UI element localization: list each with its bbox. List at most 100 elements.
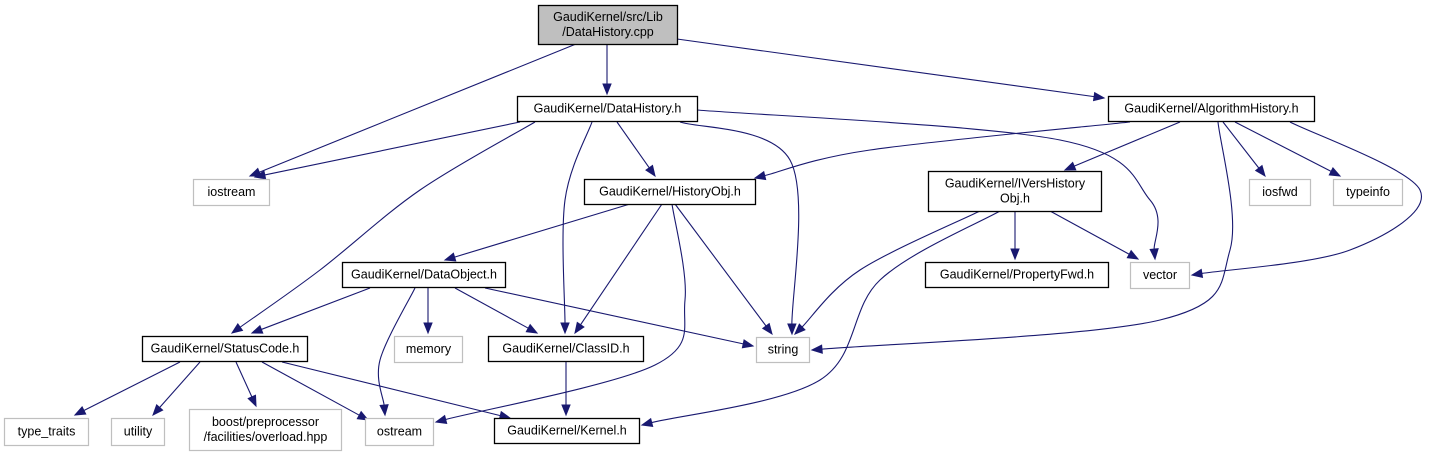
arrowhead-icon (379, 404, 389, 417)
node-propertyfwd-h[interactable]: GaudiKernel/PropertyFwd.h (924, 261, 1110, 289)
node-label: vector (1143, 268, 1177, 282)
node-iosfwd: iosfwd (1248, 178, 1312, 207)
arrowhead-icon (810, 344, 823, 354)
arrowhead-icon (741, 339, 755, 349)
edge-dataobject_h-to-ostream (377, 287, 416, 417)
node-label: memory (406, 342, 452, 356)
edge-line (454, 203, 631, 258)
node-string: string (755, 336, 811, 364)
edge-datahistory_h-to-iostream (253, 121, 521, 180)
edge-line (696, 109, 1159, 250)
node-box (924, 261, 1110, 289)
node-ostream: ostream (364, 417, 435, 447)
edge-dataobject_h-to-string (484, 287, 755, 349)
edge-datahistory_h-to-vector (696, 109, 1159, 261)
arrowhead-icon (253, 170, 267, 180)
node-box (110, 417, 166, 447)
node-kernel-h[interactable]: GaudiKernel/Kernel.h (493, 417, 641, 445)
node-box (364, 417, 435, 447)
node-box (537, 4, 679, 46)
node-label: iostream (208, 185, 256, 199)
edge-statuscode_h-to-boost_overload (235, 361, 257, 408)
node-boost-overload: boost/preprocessor/facilities/overload.h… (188, 408, 343, 452)
node-box (487, 335, 645, 363)
edge-algorithmhistory_h-to-iversionhistoryobj_h (1063, 121, 1181, 171)
node-root[interactable]: GaudiKernel/src/Lib/DataHistory.cpp (537, 4, 679, 46)
edge-line (1049, 210, 1130, 255)
edge-line (821, 121, 1234, 350)
edge-line (1222, 121, 1260, 169)
node-box (1129, 261, 1191, 290)
edge-datahistory_h-to-classid_h (560, 121, 593, 335)
edge-historyobj_h-to-string (674, 203, 773, 336)
arrowhead-icon (1254, 164, 1266, 178)
node-box (3, 417, 90, 447)
edge-line (83, 361, 181, 411)
node-label: GaudiKernel/AlgorithmHistory.h (1124, 102, 1298, 116)
node-historyobj-h[interactable]: GaudiKernel/HistoryObj.h (583, 178, 757, 206)
node-type-traits: type_traits (3, 417, 90, 447)
arrowhead-icon (230, 323, 244, 334)
edge-line (484, 287, 744, 345)
arrowhead-icon (561, 404, 571, 417)
node-box (341, 261, 507, 289)
arrowhead-icon (574, 321, 585, 335)
edge-root-to-algorithmhistory_h (676, 38, 1106, 102)
arrowhead-icon (787, 323, 797, 336)
arrowhead-icon (247, 394, 257, 408)
edge-statuscode_h-to-kernel_h (281, 361, 512, 421)
edge-statuscode_h-to-utility (152, 361, 201, 417)
node-box (141, 335, 309, 363)
node-label: ostream (377, 425, 422, 439)
node-label: /DataHistory.cpp (562, 25, 654, 39)
edges-layer (73, 38, 1422, 428)
arrowhead-icon (1190, 268, 1204, 279)
edge-root-to-datahistory_h (602, 44, 612, 96)
node-datahistory-h[interactable]: GaudiKernel/DataHistory.h (516, 95, 699, 123)
node-box (755, 336, 811, 364)
edge-iversionhistoryobj_h-to-vector (1049, 210, 1140, 260)
edge-dataobject_h-to-memory (423, 288, 433, 335)
edge-line (674, 203, 767, 327)
node-classid-h[interactable]: GaudiKernel/ClassID.h (487, 335, 645, 363)
node-box (393, 335, 464, 364)
node-label: GaudiKernel/DataObject.h (351, 268, 497, 282)
edge-line (261, 361, 360, 416)
node-statuscode-h[interactable]: GaudiKernel/StatusCode.h (141, 335, 309, 363)
arrowhead-icon (73, 406, 87, 416)
edge-line (1234, 121, 1332, 172)
arrowhead-icon (443, 252, 457, 262)
edge-line (239, 121, 536, 328)
edge-line (445, 203, 686, 421)
edge-root-to-iostream (248, 43, 577, 177)
edge-line (764, 121, 1131, 177)
arrowhead-icon (434, 414, 448, 424)
edge-historyobj_h-to-classid_h (574, 203, 663, 335)
edge-line (261, 287, 371, 330)
edge-algorithmhistory_h-to-vector (1190, 121, 1422, 279)
edge-iversionhistoryobj_h-to-string (794, 210, 981, 335)
edge-line (281, 361, 501, 417)
node-utility: utility (110, 417, 166, 447)
node-label: typeinfo (1346, 185, 1390, 199)
arrowhead-icon (602, 83, 612, 96)
arrowhead-icon (645, 164, 656, 178)
edge-iversionhistoryobj_h-to-propertyfwd_h (1010, 211, 1020, 261)
node-box (1332, 178, 1404, 207)
nodes-layer: GaudiKernel/src/Lib/DataHistory.cppGaudi… (3, 4, 1404, 452)
edge-line (562, 121, 593, 324)
arrowhead-icon (753, 170, 767, 181)
node-dataobject-h[interactable]: GaudiKernel/DataObject.h (341, 261, 507, 289)
node-box (1107, 95, 1316, 123)
node-algorithmhistory-h[interactable]: GaudiKernel/AlgorithmHistory.h (1107, 95, 1316, 123)
node-label: GaudiKernel/HistoryObj.h (599, 185, 741, 199)
node-label: GaudiKernel/StatusCode.h (151, 342, 300, 356)
arrowhead-icon (560, 322, 570, 335)
edge-datahistory_h-to-historyobj_h (616, 121, 656, 178)
arrowhead-icon (248, 167, 262, 177)
edge-line (679, 121, 800, 325)
edge-historyobj_h-to-dataobject_h (443, 203, 631, 262)
edge-datahistory_h-to-statuscode_h (230, 121, 536, 334)
node-box (583, 178, 757, 206)
